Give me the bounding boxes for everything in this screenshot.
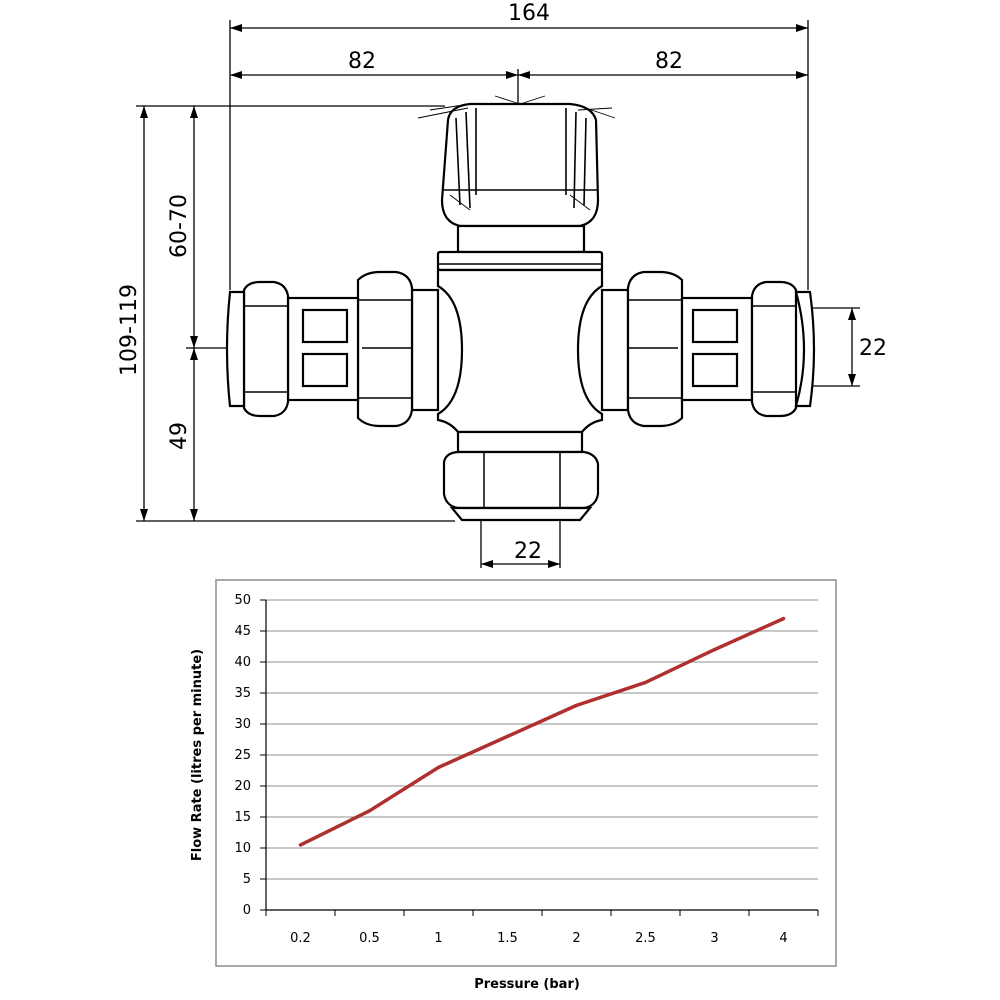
x-tick-label: 0.5 xyxy=(359,931,380,946)
dim-overall-width: 164 xyxy=(508,1,550,26)
data-point xyxy=(505,734,510,739)
data-point xyxy=(643,680,648,685)
dim-overall-height: 109-119 xyxy=(117,284,142,376)
dim-bottom-port: 22 xyxy=(514,539,542,564)
data-point xyxy=(781,617,786,621)
chart-series-group xyxy=(298,616,786,847)
x-tick-label: 1 xyxy=(434,931,442,946)
valve-collar xyxy=(436,250,604,272)
y-tick-label: 5 xyxy=(243,872,251,887)
bottom-outlet-fitting xyxy=(442,430,600,522)
data-point xyxy=(574,703,579,708)
data-point xyxy=(367,809,372,813)
dim-left-half: 82 xyxy=(348,49,376,74)
y-tick-label: 35 xyxy=(234,686,251,701)
x-axis-title: Pressure (bar) xyxy=(474,977,580,992)
x-tick-label: 3 xyxy=(710,931,718,946)
valve-neck xyxy=(456,224,586,254)
chart-x-tick-labels: 0.2 0.5 1 1.5 2 2.5 3 4 xyxy=(290,931,787,946)
dim-side-port: 22 xyxy=(859,336,887,361)
dim-lower-height: 49 xyxy=(167,422,192,450)
y-tick-label: 25 xyxy=(234,748,251,763)
y-tick-label: 15 xyxy=(234,810,251,825)
x-tick-label: 0.2 xyxy=(290,931,311,946)
x-tick-label: 2 xyxy=(572,931,580,946)
data-point xyxy=(298,843,303,847)
x-tick-label: 4 xyxy=(779,931,787,946)
data-point xyxy=(712,648,717,652)
valve-drawing: 164 82 82 109-119 60-70 49 22 22 xyxy=(117,1,887,568)
y-tick-label: 50 xyxy=(234,593,251,608)
y-tick-label: 30 xyxy=(234,717,251,732)
x-tick-label: 1.5 xyxy=(497,931,518,946)
chart-y-tick-labels: 0 5 10 15 20 25 30 35 40 45 50 xyxy=(234,593,251,918)
y-tick-label: 20 xyxy=(234,779,251,794)
valve-body xyxy=(436,268,604,434)
valve-cap xyxy=(417,95,616,228)
y-axis-title: Flow Rate (litres per minute) xyxy=(190,649,205,861)
left-inlet-fitting xyxy=(225,270,440,428)
y-tick-label: 10 xyxy=(234,841,251,856)
data-point xyxy=(436,765,441,770)
dimension-lines xyxy=(136,20,860,568)
right-inlet-fitting xyxy=(600,270,816,428)
dim-right-half: 82 xyxy=(655,49,683,74)
chart-axes xyxy=(260,599,819,916)
y-tick-label: 0 xyxy=(243,903,251,918)
flow-rate-chart: 0 5 10 15 20 25 30 35 40 45 50 0.2 0.5 1 1.5 2 2.5 3 4 Fl… xyxy=(190,579,837,992)
dim-upper-height: 60-70 xyxy=(167,194,192,258)
series-line xyxy=(298,616,786,847)
chart-frame xyxy=(215,579,837,967)
y-tick-label: 40 xyxy=(234,655,251,670)
y-tick-label: 45 xyxy=(234,624,251,639)
x-tick-label: 2.5 xyxy=(635,931,656,946)
